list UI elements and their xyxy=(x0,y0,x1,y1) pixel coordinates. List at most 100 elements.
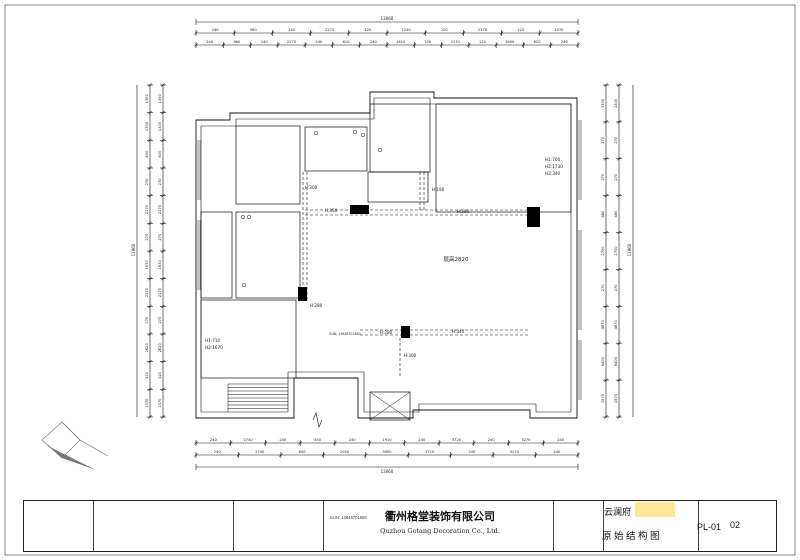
beam-height-label: H:380 xyxy=(457,209,470,214)
left-dim-inner-label: 1630 xyxy=(158,260,162,270)
right-dim-slash xyxy=(604,267,608,272)
window-height-label: H2:1730 xyxy=(545,164,563,169)
right-dim-inner-label: 270 xyxy=(614,136,618,144)
right-dim-slash xyxy=(604,415,608,419)
elevator-cross xyxy=(369,391,411,421)
bottom-dim-row2-slash xyxy=(448,453,453,457)
bottom-dim-row1-label: 240 xyxy=(418,438,426,442)
left-dim-slash xyxy=(148,359,152,364)
top-dim-row1-slash xyxy=(499,31,504,35)
top-dim-row2-slash xyxy=(303,43,307,47)
left-dim-label: 270 xyxy=(145,316,149,324)
left-dim-inner-slash xyxy=(161,387,165,392)
top-dim-row2-label: 240 xyxy=(206,40,214,44)
right-dim-inner-slash xyxy=(617,415,621,419)
beam-height-label: H:350 xyxy=(325,208,338,213)
left-dim-inner-slash xyxy=(161,138,165,143)
left-dim-inner-slash xyxy=(161,193,165,198)
bottom-dim-row2-slash xyxy=(406,453,410,457)
left-dim-label: 2270 xyxy=(145,287,149,297)
right-dim-slash xyxy=(604,304,608,309)
right-dim-label: 6400 xyxy=(601,356,605,366)
left-dim-label: 2820 xyxy=(145,343,149,353)
right-dim-inner-label: 270 xyxy=(614,284,618,292)
left-dim-slash xyxy=(148,304,152,309)
bottom-dim-row2-label: 240 xyxy=(553,450,561,454)
room-study xyxy=(200,211,233,299)
bottom-dim-row1-label: 240 xyxy=(557,438,565,442)
bottom-dim-row1-label: 2740 xyxy=(244,438,254,442)
left-dim-inner-label: 2270 xyxy=(158,287,162,297)
top-dim-row2-label: 240 xyxy=(561,40,569,44)
structural-column xyxy=(401,326,410,338)
fixture-icon xyxy=(313,130,319,136)
top-dim-row2-slash xyxy=(194,43,198,47)
top-dim-row1-label: 120 xyxy=(517,28,525,32)
bottom-dim-row2-slash xyxy=(321,453,326,457)
top-dim-row2-label: 960 xyxy=(233,40,241,44)
right-dim-slash xyxy=(604,193,608,198)
top-dim-row1-slash xyxy=(576,31,580,35)
top-dim-row1-label: 240 xyxy=(212,28,220,32)
company-name-en: Quzhou Getang Decoration Co., Ltd. xyxy=(380,527,500,535)
overall-right-label: 11960 xyxy=(627,243,632,256)
beam-height-label: H:190 xyxy=(432,187,445,192)
right-dim-inner-slash xyxy=(617,83,621,87)
title-block-approvals xyxy=(24,501,94,551)
left-dim-inner-slash xyxy=(161,221,165,226)
bottom-dim-row2-label: 600 xyxy=(299,450,307,454)
window-height-label: H1:700 xyxy=(545,157,561,162)
right-dim-inner-slash xyxy=(617,378,621,382)
room-kitchen xyxy=(200,299,297,379)
right-dim-inner-label: 6400 xyxy=(614,356,618,366)
left-dim-inner-label: 400 xyxy=(158,150,162,158)
bottom-dim-row1-label: 3720 xyxy=(452,438,462,442)
bottom-dim-row1-slash xyxy=(333,441,337,445)
right-dim-inner-label: 480 xyxy=(614,210,618,218)
drawing-number: PL-01 xyxy=(697,522,722,532)
top-dim-row1-label: 240 xyxy=(288,28,296,32)
left-dim-inner-slash xyxy=(161,166,165,170)
top-dim-row2-slash xyxy=(385,43,389,47)
room-bedroom-2 xyxy=(235,211,301,299)
left-dim-inner-slash xyxy=(161,83,165,87)
room-bedroom-1 xyxy=(235,125,301,205)
left-dim-slash xyxy=(148,166,152,170)
left-dim-label: 1370 xyxy=(145,398,149,408)
right-dim-slash xyxy=(604,157,608,161)
left-dim-label: 400 xyxy=(145,150,149,158)
left-dim-slash xyxy=(148,387,152,392)
bottom-dim-row1-slash xyxy=(194,441,198,445)
bottom-dim-row1-label: 240 xyxy=(210,438,218,442)
top-dim-row2-slash xyxy=(521,43,526,47)
top-dim-row2-label: 120 xyxy=(424,40,432,44)
right-dim-inner-slash xyxy=(617,193,621,198)
bottom-dim-row2-label: 2740 xyxy=(255,450,265,454)
bottom-dim-row2-slash xyxy=(576,453,580,457)
top-dim-row1-slash xyxy=(538,31,542,35)
phone-label: SUN: 13646701650 xyxy=(329,332,360,336)
bottom-dim-row1-label: 240 xyxy=(279,438,287,442)
title-block-info xyxy=(234,501,324,551)
beam-height-label: H:280 xyxy=(380,330,393,335)
left-dim-inner-slash xyxy=(161,304,165,309)
beam-height-label: H:340 xyxy=(452,329,465,334)
left-dim-inner-slash xyxy=(161,332,165,336)
bottom-dim-row1-label: 3270 xyxy=(521,438,531,442)
left-dim-inner-slash xyxy=(161,249,165,253)
bottom-dim-row1-slash xyxy=(367,441,372,445)
bottom-dim-row1-slash xyxy=(576,441,580,445)
top-dim-row1-slash xyxy=(461,31,466,35)
right-dim-inner-label: 270 xyxy=(614,173,618,181)
break-symbol-icon xyxy=(312,412,323,428)
project-name: 云澜府 xyxy=(604,508,632,518)
top-dim-row1-label: 2270 xyxy=(325,28,335,32)
top-dim-row2-slash xyxy=(358,43,362,47)
top-dim-row2-slash xyxy=(576,43,580,47)
top-dim-row2-label: 2270 xyxy=(287,40,297,44)
left-dim-slash xyxy=(148,138,152,143)
structural-column xyxy=(298,287,307,301)
top-dim-row2-slash xyxy=(276,43,280,47)
right-dim-inner-slash xyxy=(617,267,621,272)
right-dim-inner-slash xyxy=(617,120,621,124)
